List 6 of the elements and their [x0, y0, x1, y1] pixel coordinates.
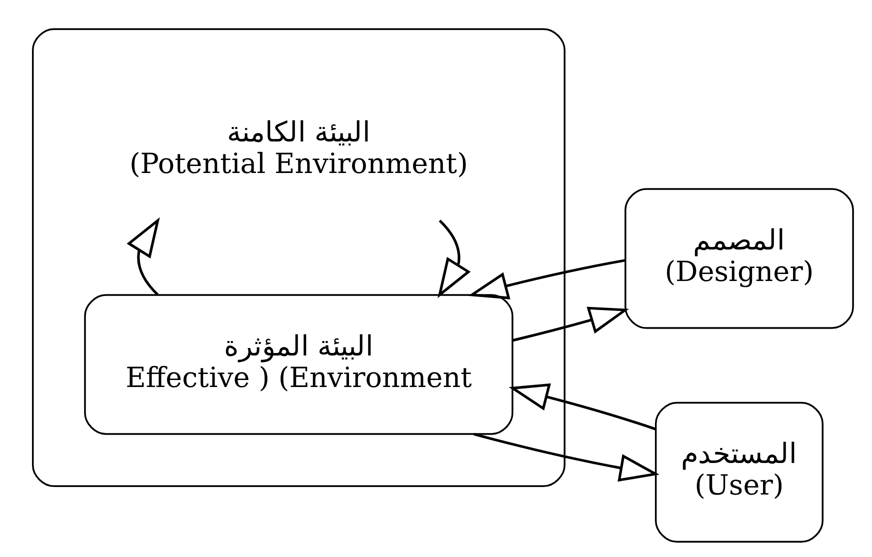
- arrow: [438, 220, 471, 298]
- arrow: [512, 306, 629, 342]
- arrow: [508, 383, 656, 430]
- arrow: [126, 217, 160, 296]
- arrow: [468, 259, 626, 300]
- arrow: [473, 432, 660, 482]
